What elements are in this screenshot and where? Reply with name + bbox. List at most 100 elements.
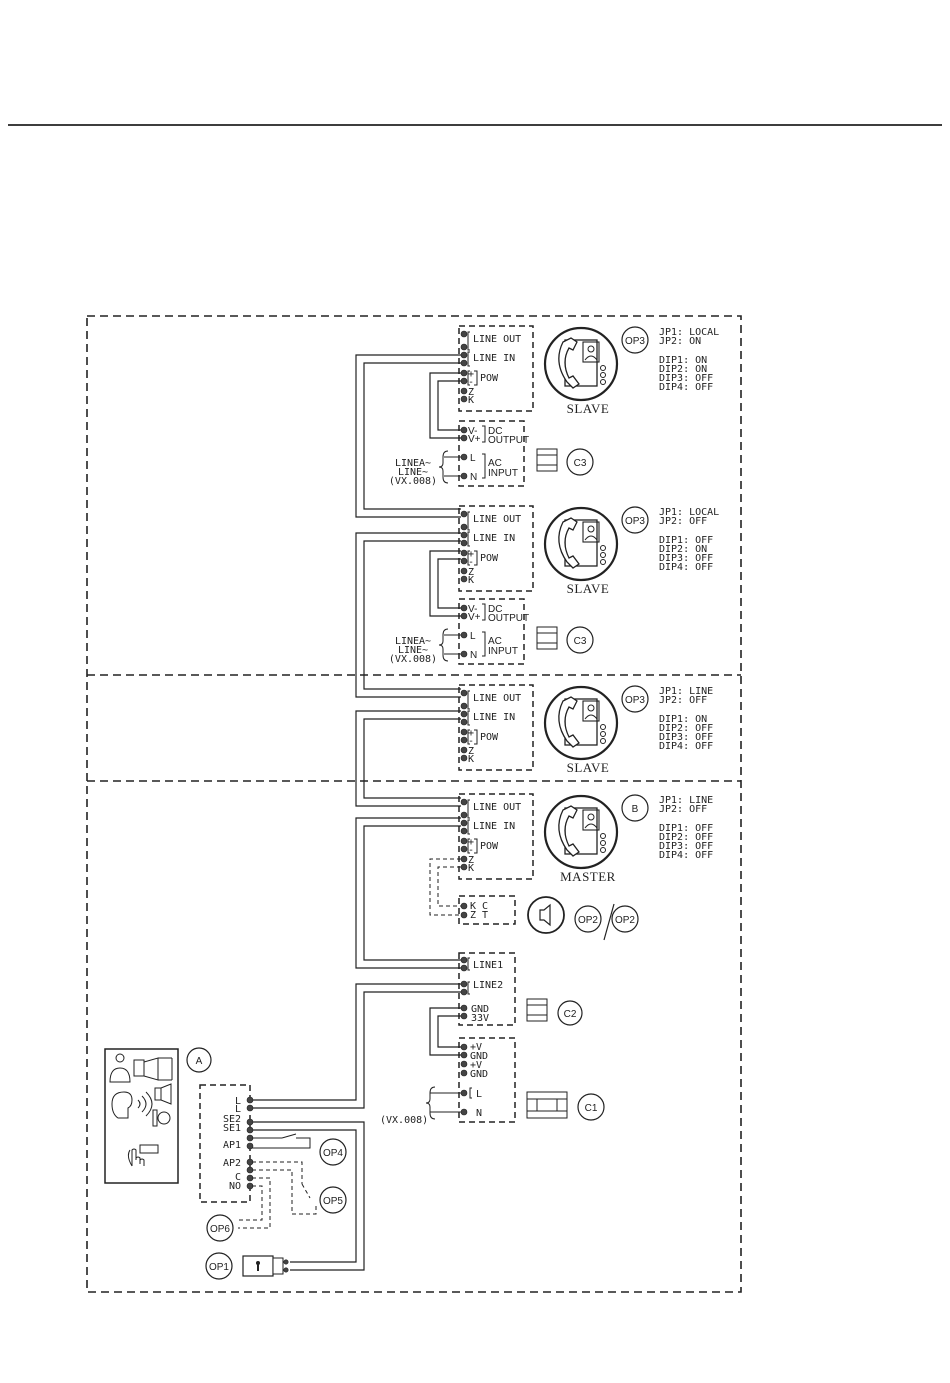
panel-terminal-label: AP2	[223, 1158, 241, 1169]
z-label: Z	[468, 855, 474, 866]
chime-tag-2: OP2	[615, 915, 635, 926]
jumper-setting: JP1: LINE	[659, 795, 713, 806]
input-label: INPUT	[488, 468, 518, 479]
minus-label: -	[468, 377, 474, 388]
pow-label: POW	[480, 373, 499, 384]
handset-icon	[558, 337, 580, 389]
input-label: INPUT	[488, 646, 518, 657]
plus-label: +	[468, 837, 474, 848]
monitor-tag: OP3	[625, 336, 645, 347]
line-in-label: LINE IN	[473, 821, 515, 832]
main-psu-mains: (VX.008)	[380, 1115, 428, 1126]
jumper-setting: JP2: OFF	[659, 516, 707, 527]
dip-setting: DIP2: ON	[659, 364, 707, 375]
svg-text:V+: V+	[468, 612, 481, 623]
main-psu-g2: GND	[470, 1069, 488, 1080]
mains-label: LINEA~	[395, 636, 431, 647]
chime-k: K	[470, 901, 476, 912]
panel-terminal-label: L	[235, 1104, 241, 1115]
jumper-setting: JP2: ON	[659, 336, 701, 347]
output-label: OUTPUT	[488, 435, 529, 446]
psu-tag: C3	[574, 636, 587, 647]
main-psu-unit: +V GND +V GND L N (VX.008) C1	[380, 1037, 605, 1126]
handset-icon	[558, 696, 580, 748]
psu-unit-2: V-V+DCOUTPUTLNACINPUTLINEA~LINE~(VX.008)…	[389, 598, 594, 665]
option-op1: OP1	[209, 1262, 229, 1273]
plus-label: +	[468, 369, 474, 380]
svg-text:N: N	[470, 650, 477, 661]
panel-terminal-label: NO	[229, 1181, 241, 1192]
dip-setting: DIP4: OFF	[659, 382, 713, 393]
pow-label: POW	[480, 732, 499, 743]
zone-borders	[86, 315, 742, 1293]
mains-label: (VX.008)	[389, 476, 437, 487]
panel-terminal-label: SE2	[223, 1114, 241, 1125]
chime-unit: K Z C T OP2 OP2	[458, 895, 639, 941]
handset-icon	[558, 517, 580, 569]
svg-text:V-: V-	[468, 604, 477, 615]
electric-lock-icon	[242, 1255, 289, 1277]
line-out-label: LINE OUT	[473, 693, 521, 704]
dip-setting: DIP3: OFF	[659, 373, 713, 384]
k-label: K	[468, 863, 474, 874]
monitor-role: SLAVE	[567, 581, 610, 596]
mains-label: LINE~	[398, 645, 428, 656]
mains-label: LINE~	[398, 467, 428, 478]
line-out-label: LINE OUT	[473, 514, 521, 525]
chime-z: Z	[470, 910, 476, 921]
monitor-terminal-block	[458, 505, 534, 592]
output-label: OUTPUT	[488, 613, 529, 624]
distributor-tag: C2	[564, 1009, 577, 1020]
monitor-terminal-block	[458, 684, 534, 771]
jumper-setting: JP2: OFF	[659, 804, 707, 815]
door-panel-frame	[104, 1048, 179, 1184]
psu-unit-1: V-V+DCOUTPUTLNACINPUTLINEA~LINE~(VX.008)…	[389, 420, 594, 487]
video-monitor-icon	[543, 794, 619, 870]
monitor-role: SLAVE	[567, 401, 610, 416]
k-label: K	[468, 395, 474, 406]
svg-text:V-: V-	[468, 426, 477, 437]
dip-setting: DIP1: OFF	[659, 535, 713, 546]
jumper-setting: JP2: OFF	[659, 695, 707, 706]
pow-label: POW	[480, 841, 499, 852]
pow-label: POW	[480, 553, 499, 564]
line-out-label: LINE OUT	[473, 802, 521, 813]
dip-setting: DIP1: ON	[659, 355, 707, 366]
main-psu-v1: +V	[470, 1042, 482, 1053]
din-module-icon	[526, 998, 548, 1022]
option-op4: OP4	[323, 1148, 343, 1159]
psu-tag: C3	[574, 458, 587, 469]
svg-text:V+: V+	[468, 434, 481, 445]
jumper-setting: JP1: LOCAL	[659, 507, 719, 518]
monitor-tag: OP3	[625, 516, 645, 527]
panel-terminal-label: C	[235, 1172, 241, 1183]
distributor-line2: LINE2	[473, 980, 503, 991]
dip-setting: DIP3: OFF	[659, 732, 713, 743]
ac-label: AC	[488, 458, 502, 469]
chime-c: C	[482, 901, 488, 912]
jumper-setting: JP1: LINE	[659, 686, 713, 697]
dip-setting: DIP3: OFF	[659, 553, 713, 564]
z-label: Z	[468, 387, 474, 398]
dip-setting: DIP2: ON	[659, 544, 707, 555]
k-label: K	[468, 575, 474, 586]
power-wires	[429, 372, 461, 1056]
svg-text:N: N	[470, 472, 477, 483]
option-op6: OP6	[210, 1224, 230, 1235]
speaker-icon	[527, 896, 565, 934]
plus-label: +	[468, 728, 474, 739]
video-monitor-icon	[543, 506, 619, 582]
jumper-setting: JP1: LOCAL	[659, 327, 719, 338]
dc-label: DC	[488, 604, 502, 615]
distributor-33v: 33V	[471, 1013, 489, 1024]
dip-setting: DIP4: OFF	[659, 850, 713, 861]
minus-label: -	[468, 557, 474, 568]
psu-units: V-V+DCOUTPUTLNACINPUTLINEA~LINE~(VX.008)…	[389, 420, 594, 665]
dip-setting: DIP2: OFF	[659, 832, 713, 843]
svg-text:L: L	[470, 631, 476, 642]
